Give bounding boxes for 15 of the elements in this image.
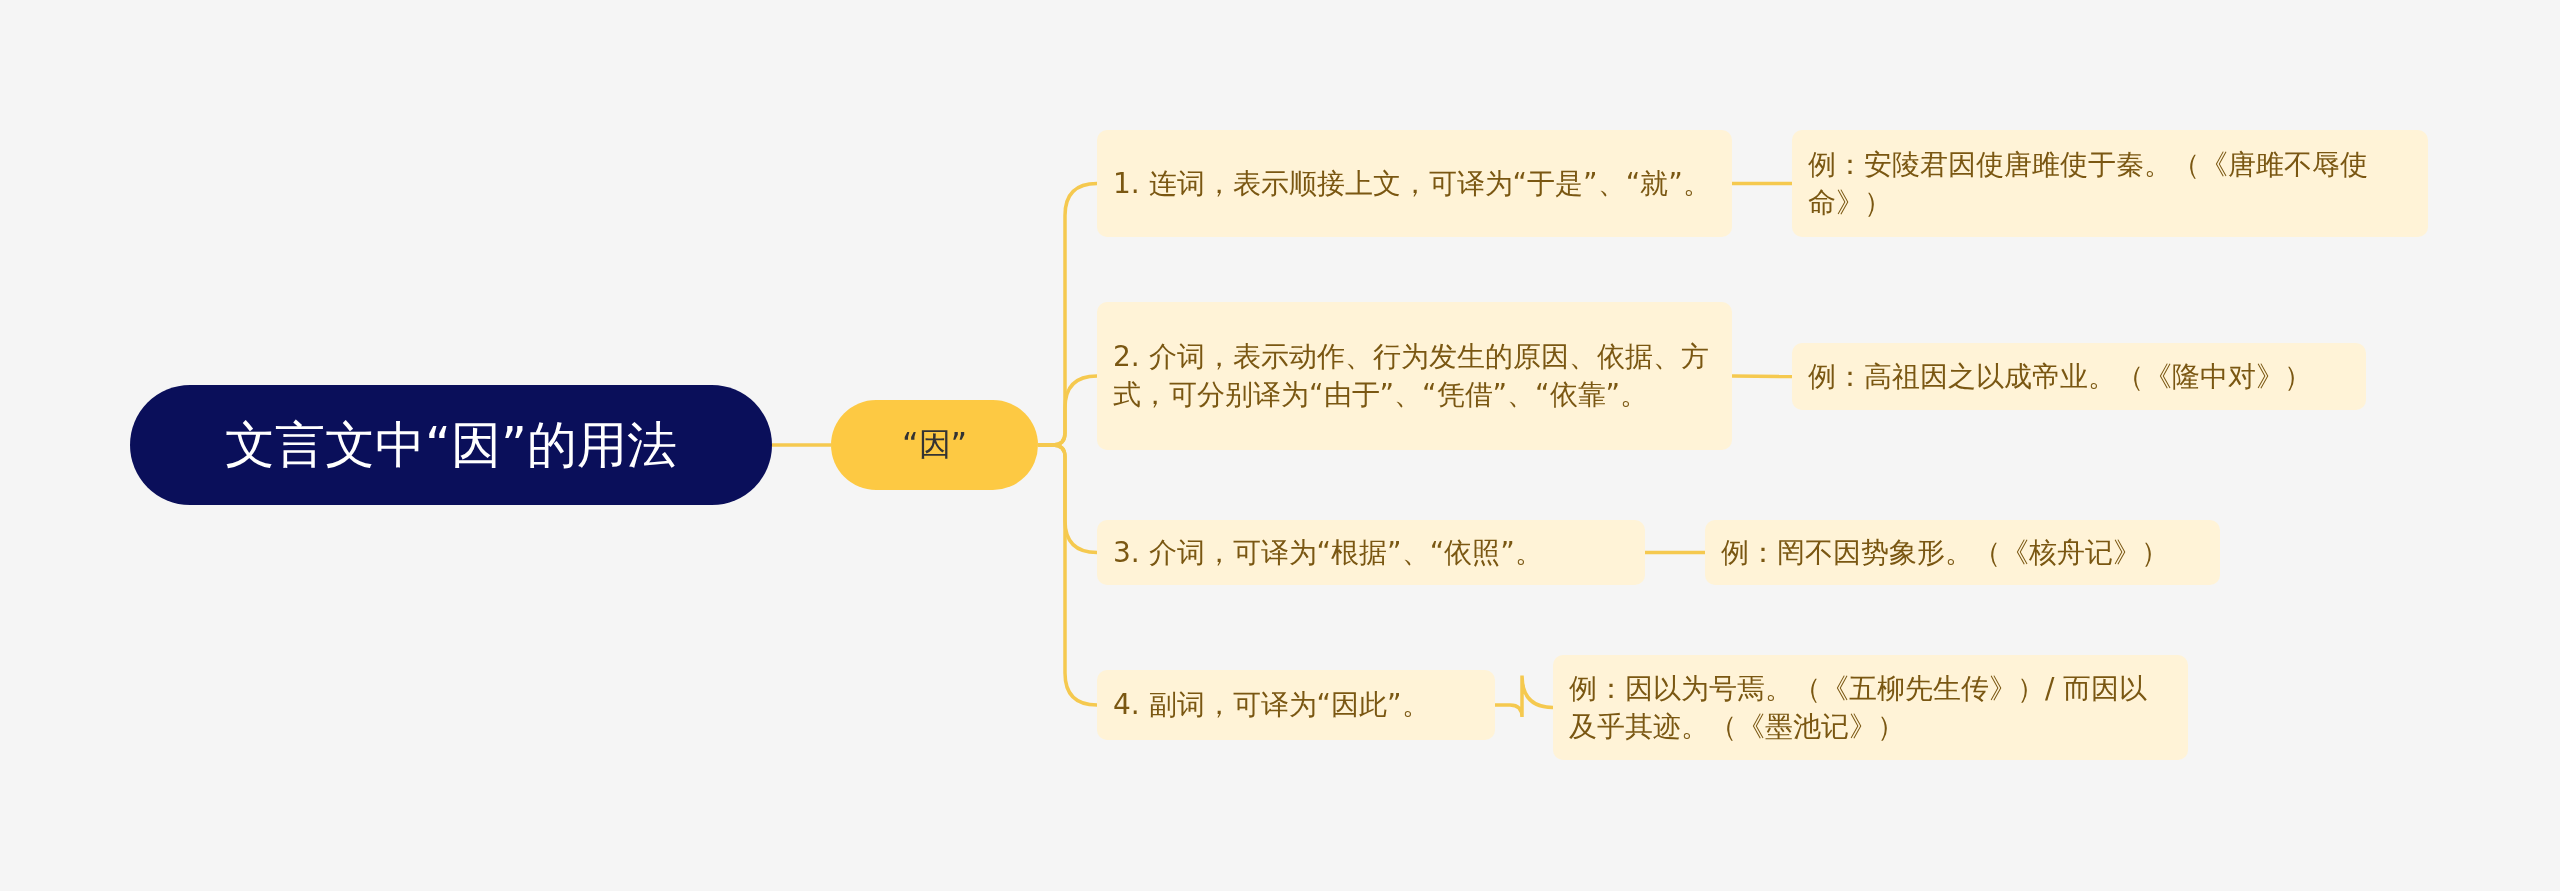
usage-box: 4. 副词，可译为“因此”。: [1097, 670, 1495, 740]
connector-line: [1732, 181, 1792, 186]
title-pill: 文言文中“因”的用法: [130, 385, 772, 505]
usage-box: 1. 连词，表示顺接上文，可译为“于是”、“就”。: [1097, 130, 1732, 237]
example-box: 例：高祖因之以成帝业。（《隆中对》）: [1792, 343, 2366, 410]
connector-line: [1732, 374, 1792, 379]
connector-line: [1645, 550, 1705, 555]
example-box: 例：安陵君因使唐雎使于秦。（《唐雎不辱使命》）: [1792, 130, 2428, 237]
example-box: 例：罔不因势象形。（《核舟记》）: [1705, 520, 2220, 585]
usage-box: 3. 介词，可译为“根据”、“依照”。: [1097, 520, 1645, 585]
example-box: 例：因以为号焉。（《五柳先生传》）/ 而因以及乎其迹。（《墨池记》）: [1553, 655, 2188, 760]
usage-box: 2. 介词，表示动作、行为发生的原因、依据、方式，可分别译为“由于”、“凭借”、“依靠”。: [1097, 302, 1732, 450]
connector-line: [1495, 673, 1554, 719]
topic-pill: “因”: [831, 400, 1038, 490]
connector-line: [772, 443, 831, 447]
